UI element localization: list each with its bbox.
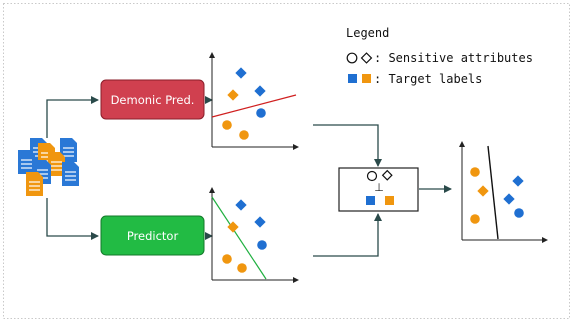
blue-diamond (235, 199, 247, 211)
orange-circle (222, 254, 232, 264)
bottom-scatter-plot (209, 187, 299, 283)
legend-title: Legend (346, 26, 389, 40)
blue-circle (256, 108, 266, 118)
final-plot-boundary (487, 145, 499, 240)
independence-check-box: ⊥ (338, 167, 419, 212)
orange-diamond (227, 221, 239, 233)
independence-symbol: ⊥ (374, 181, 384, 194)
arrow-docs-to-demonic (46, 96, 99, 138)
final-scatter-plot (459, 141, 548, 243)
arrow-docs-to-predictor (46, 198, 99, 240)
top-plot-red-boundary (211, 94, 297, 118)
blue-square-icon (366, 196, 375, 205)
legend-diamond-icon (360, 52, 373, 64)
blue-diamond (503, 193, 515, 205)
document-stack-icon (18, 138, 79, 196)
diamond-outline-icon (381, 169, 393, 181)
circle-outline-icon (366, 170, 378, 182)
bottom-plot-green-boundary (211, 196, 267, 280)
blue-diamond (254, 85, 266, 97)
orange-circle (470, 214, 480, 224)
legend-circle-icon (346, 52, 358, 64)
demonic-pred-label: Demonic Pred. (111, 93, 195, 107)
blue-diamond (512, 175, 524, 187)
arrow-top-plot-to-check (313, 124, 382, 167)
arrow-bottom-plot-to-check (313, 213, 382, 257)
dotted-frame (3, 3, 570, 319)
legend-sensitive-label: : Sensitive attributes (374, 51, 533, 65)
blue-circle (257, 240, 267, 250)
orange-square-icon (385, 196, 394, 205)
legend: Legend : Sensitive attributes : Target l… (346, 26, 533, 86)
legend-orange-square-icon (362, 74, 371, 83)
blue-diamond (235, 67, 247, 79)
orange-circle (470, 167, 480, 177)
orange-circle (222, 120, 232, 130)
top-scatter-plot (209, 52, 299, 150)
orange-circle (239, 130, 249, 140)
orange-circle (237, 263, 247, 273)
demonic-pred-box: Demonic Pred. (100, 79, 205, 120)
predictor-box: Predictor (100, 215, 205, 256)
blue-circle (514, 208, 524, 218)
orange-diamond (227, 89, 239, 101)
orange-diamond (477, 185, 489, 197)
legend-blue-square-icon (348, 74, 357, 83)
predictor-label: Predictor (127, 229, 179, 243)
legend-target-label: : Target labels (374, 72, 482, 86)
blue-diamond (254, 216, 266, 228)
